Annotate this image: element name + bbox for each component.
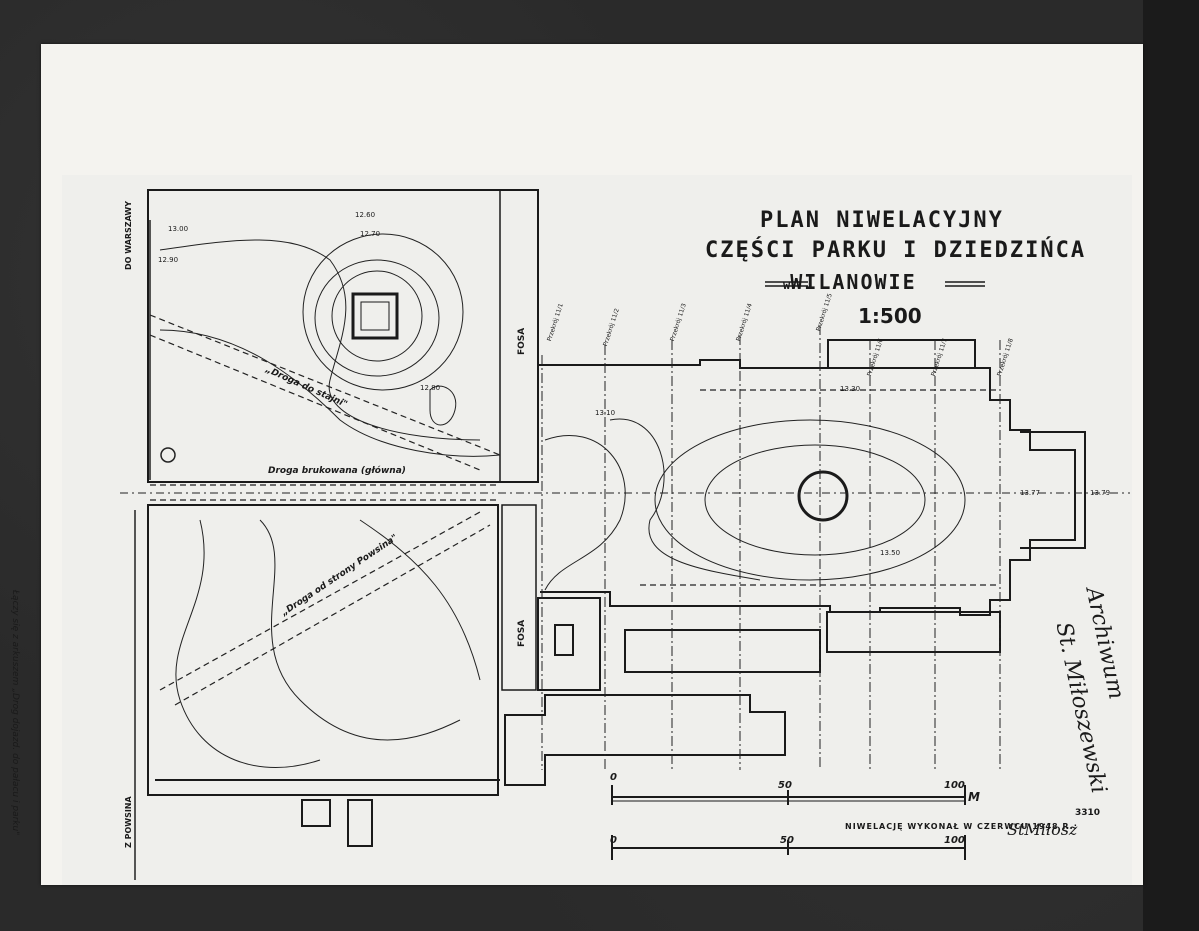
elevation-label: 12.60: [355, 211, 376, 219]
scale-bar-top-ticks: [611, 785, 966, 805]
map-title-place: WILANOWIE: [790, 270, 917, 294]
west-roundel: [160, 447, 176, 463]
surveyor-signature: StMiłosz: [1007, 820, 1078, 839]
elevation-label: 12.90: [158, 256, 179, 264]
road-powsin-dashed-b: [174, 524, 491, 706]
contour-north-1: [159, 239, 481, 441]
scale-bottom-tick: 100: [944, 835, 965, 846]
elevation-label: 12.80: [420, 384, 441, 392]
fountain-circle: [797, 470, 849, 522]
scale-bottom-tick: 0: [610, 835, 617, 846]
elevation-label: 13.50: [880, 549, 901, 557]
label-to-powsin: Z POWSINA: [124, 796, 133, 848]
contour-south-3: [359, 519, 481, 681]
title-rule-left: [765, 281, 808, 287]
scale-top-tick: 50: [778, 780, 792, 791]
scale-bar-bottom-ticks: [611, 835, 966, 860]
contour-court-1: [544, 435, 626, 591]
dark-edge-strip: [1143, 0, 1199, 931]
label-fosa-north: FOSA: [517, 327, 527, 355]
building-sw-inner: [554, 624, 574, 656]
scale-ratio: 1:500: [858, 304, 922, 328]
map-title-line2: CZĘŚCI PARKU I DZIEDZIŃCA: [705, 238, 1087, 263]
elevation-label: 13.10: [595, 409, 616, 417]
contour-oval-outer: [654, 419, 966, 581]
courtyard-outline: [538, 359, 1076, 616]
map-title-w: w: [783, 278, 791, 292]
small-block-2: [347, 799, 373, 847]
contour-south-1: [175, 519, 321, 768]
park-quadrant-south: [147, 504, 499, 796]
small-block-1: [301, 799, 331, 827]
label-to-warsaw: DO WARSZAWY: [124, 200, 133, 270]
mound-square: [351, 292, 399, 340]
scale-unit: M: [968, 790, 980, 804]
survey-credit: NIWELACJĘ WYKONAŁ W CZERWCU 1948 R.:: [845, 822, 1078, 831]
palace-north-block: [827, 339, 976, 369]
side-note: Łączy się z arkuszem „Drog dojazd. do pa…: [10, 590, 20, 836]
scale-top-tick: 100: [944, 780, 965, 791]
contour-oval-mid: [704, 444, 926, 556]
building-s: [624, 629, 821, 673]
elevation-label: 13.77: [1020, 489, 1041, 497]
elevation-label: 13.79: [1090, 489, 1111, 497]
map-title-line1: PLAN NIWELACYJNY: [760, 208, 1004, 233]
palace-east-wing: [1020, 431, 1086, 549]
contour-mound-2: [314, 259, 440, 377]
moat-north: [499, 189, 539, 483]
building-sw: [537, 597, 601, 691]
contour-hill-small: [429, 385, 457, 426]
scale-top-tick: 0: [610, 772, 617, 783]
label-fosa-south: FOSA: [517, 619, 527, 647]
road-powsin-dashed-a: [159, 511, 481, 691]
elevation-label: 13.00: [168, 225, 189, 233]
map-title-line3: wWILANOWIE: [783, 270, 917, 294]
elevation-label: 13.30: [840, 385, 861, 393]
moat-south: [501, 504, 537, 691]
contour-mound-3: [302, 233, 464, 391]
title-rule-right: [945, 281, 985, 287]
building-bottom: [504, 694, 786, 786]
palace-south-block: [826, 611, 1001, 653]
stamp-number: 3310: [1075, 808, 1101, 818]
mound-inner: [360, 301, 390, 331]
road-farm-dashed-a: [149, 314, 501, 456]
contour-court-2: [609, 418, 761, 581]
contour-north-2: [159, 329, 501, 457]
label-road-main: Droga brukowana (główna): [268, 466, 406, 476]
elevation-label: 12.70: [360, 230, 381, 238]
contour-south-2: [259, 519, 461, 741]
contour-mound-1: [331, 270, 423, 362]
scale-bottom-tick: 50: [780, 835, 794, 846]
